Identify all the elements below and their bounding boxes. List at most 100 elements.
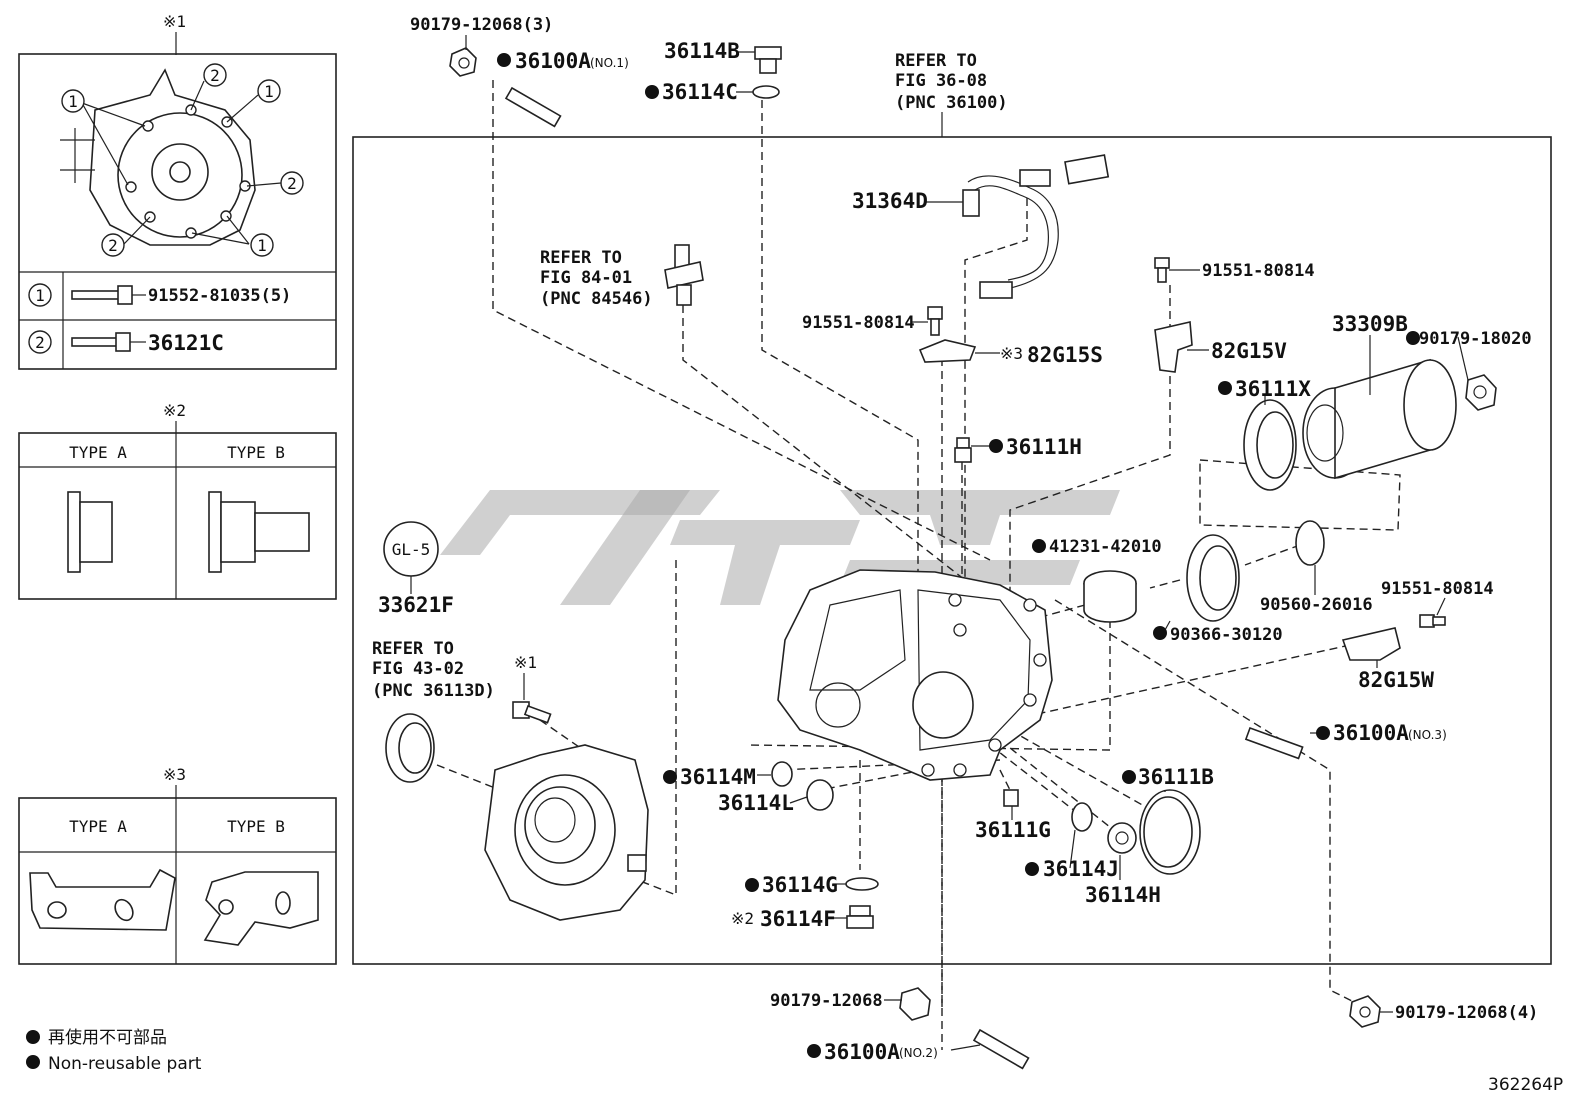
- inset-1-row-2-part: 36121C: [148, 331, 224, 355]
- svg-text:2: 2: [210, 66, 220, 85]
- refer-fig-36-08-line1: REFER TO: [895, 51, 977, 71]
- inset-2-type-a: TYPE A: [69, 443, 127, 462]
- bracket-icon: [1341, 627, 1401, 661]
- washer-icon: [1295, 520, 1325, 566]
- plug-type-a-drawing: [67, 491, 113, 573]
- inset-3: ※3 TYPE A TYPE B: [18, 765, 337, 965]
- non-reusable-markers: [26, 53, 1330, 1069]
- label-leaders: [410, 35, 1469, 1051]
- legend-japanese: 再使用不可部品: [48, 1027, 167, 1048]
- nut-icon: [1465, 374, 1497, 411]
- nut-icon: [449, 47, 477, 77]
- bolt-icon: [1154, 257, 1170, 283]
- housing-face-drawing: 1 2 1 2 2 1: [60, 63, 304, 257]
- fill-plug-icon: [846, 905, 874, 929]
- inset-3-type-b: TYPE B: [227, 817, 285, 836]
- label-36114j: 36114J: [1043, 857, 1119, 881]
- label-36111h: 36111H: [1006, 435, 1082, 459]
- gl5-oil-callout: GL-5: [383, 521, 439, 577]
- plug-icon: [1107, 822, 1137, 854]
- label-90366-30120: 90366-30120: [1170, 625, 1283, 645]
- inset-1-row-1-num: 1: [35, 286, 45, 305]
- label-mark1: ※1: [514, 653, 537, 672]
- label-36114h: 36114H: [1085, 883, 1161, 907]
- label-90560-26016: 90560-26016: [1260, 595, 1373, 615]
- o-ring-icon: [771, 761, 793, 787]
- label-33309b: 33309B: [1332, 312, 1408, 336]
- label-82g15s: 82G15S: [1027, 343, 1103, 367]
- label-mark2: ※2: [731, 909, 754, 928]
- refer-fig-84-01-line2: FIG 84-01: [540, 268, 632, 288]
- main-frame: [352, 136, 1552, 965]
- label-36100a-no1: 36100A: [515, 49, 591, 73]
- gl5-label: GL-5: [392, 540, 431, 559]
- label-36100a-no3: 36100A: [1333, 721, 1409, 745]
- label-90179-18020: 90179-18020: [1419, 329, 1532, 349]
- drain-plug-icon: [754, 46, 782, 74]
- label-36111g: 36111G: [975, 818, 1051, 842]
- plug-type-b-drawing: [208, 491, 310, 573]
- inset-1-row-2-num: 2: [35, 333, 45, 352]
- svg-text:1: 1: [68, 92, 78, 111]
- inset-3-type-a: TYPE A: [69, 817, 127, 836]
- oil-seal-icon: [1243, 399, 1297, 491]
- label-82g15w: 82G15W: [1358, 668, 1434, 692]
- pin-icon: [1003, 789, 1019, 807]
- inset-1: ※1: [18, 12, 337, 370]
- label-36114g: 36114G: [762, 873, 838, 897]
- part-labels: 90179-12068(3) 36100A (NO.1) 36114B 3611…: [372, 15, 1538, 1064]
- legend-english: Non-reusable part: [48, 1054, 202, 1074]
- washer-icon: [806, 779, 834, 811]
- svg-text:2: 2: [287, 174, 297, 193]
- bolt-icon: [71, 285, 133, 305]
- bracket-type-b-drawing: [203, 871, 319, 946]
- bearing-icon: [1083, 570, 1137, 623]
- watermark-logo: [440, 490, 1120, 605]
- svg-text:1: 1: [264, 82, 274, 101]
- svg-text:1: 1: [257, 236, 267, 255]
- label-31364d: 31364D: [852, 189, 928, 213]
- refer-fig-36-08-line2: FIG 36-08: [895, 71, 987, 91]
- companion-flange-icon: [1302, 358, 1457, 480]
- gasket-icon: [845, 877, 879, 891]
- gasket-icon: [752, 85, 780, 99]
- figure-id: 362264P: [1488, 1075, 1563, 1095]
- inset-2-mark: ※2: [163, 401, 186, 420]
- inset-2-type-b: TYPE B: [227, 443, 285, 462]
- label-90179-12068-3: 90179-12068(3): [410, 15, 553, 35]
- stud-bolt-icon: [972, 1028, 1030, 1070]
- bearing-race-icon: [1186, 534, 1240, 622]
- inset-1-mark: ※1: [163, 12, 186, 31]
- oil-seal-left: [385, 713, 435, 783]
- side-housing: [484, 744, 649, 921]
- label-36111b: 36111B: [1138, 765, 1214, 789]
- label-36114f: 36114F: [760, 907, 836, 931]
- label-36114m: 36114M: [680, 765, 756, 789]
- bolt-icon: [1419, 614, 1446, 628]
- refer-fig-84-01-line1: REFER TO: [540, 248, 622, 268]
- refer-fig-43-02-line3: (PNC 36113D): [372, 681, 495, 701]
- label-41231-42010: 41231-42010: [1049, 537, 1162, 557]
- label-90179-12068-4: 90179-12068(4): [1395, 1003, 1538, 1023]
- refer-fig-36-08-line3: (PNC 36100): [895, 93, 1008, 113]
- nut-icon: [1349, 995, 1381, 1028]
- sensor-icon: [664, 244, 704, 306]
- label-90179-12068: 90179-12068: [770, 991, 883, 1011]
- legend: 再使用不可部品 Non-reusable part: [48, 1027, 202, 1074]
- label-no3: (NO.3): [1408, 728, 1447, 742]
- label-36114l: 36114L: [718, 791, 794, 815]
- label-36111x: 36111X: [1235, 377, 1311, 401]
- label-91551-80814-a: 91551-80814: [802, 313, 915, 333]
- label-mark3: ※3: [1000, 344, 1023, 363]
- bracket-type-a-drawing: [29, 868, 176, 931]
- bolt-icon: [512, 701, 552, 724]
- inset-1-row-1-part: 91552-81035(5): [148, 286, 291, 306]
- wire-harness-icon: [962, 154, 1110, 299]
- gasket-icon: [1071, 802, 1093, 832]
- inset-3-mark: ※3: [163, 765, 186, 784]
- label-91551-80814-b: 91551-80814: [1202, 261, 1315, 281]
- svg-text:2: 2: [108, 236, 118, 255]
- label-91551-80814-c: 91551-80814: [1381, 579, 1494, 599]
- stud-bolt-icon: [1244, 726, 1304, 760]
